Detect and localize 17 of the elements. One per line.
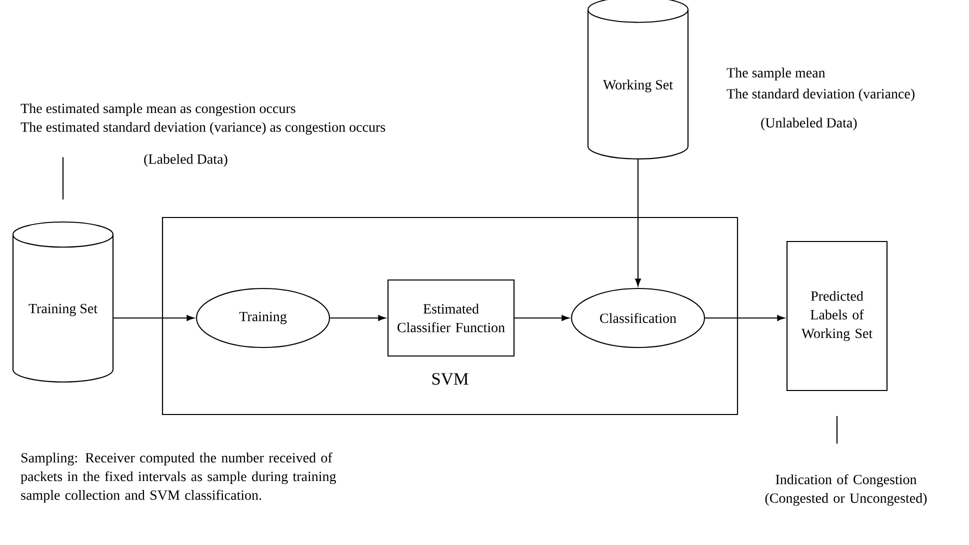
database-cylinder: Working Set (587, 0, 689, 160)
arrow (635, 159, 641, 286)
arrow (330, 315, 386, 321)
connector-line (62, 157, 64, 200)
process-box: Estimated Classifier Function (387, 279, 515, 357)
annotation-text: The estimated sample mean as congestion occurs The estimated standard deviation (variance) as congestion occurs (Labeled Data) (20, 103, 386, 167)
process-box: Predicted Labels of Working Set (786, 240, 888, 392)
arrow (705, 315, 785, 321)
note-text: The sample mean (726, 68, 826, 80)
note-text: (Unlabeled Data) (761, 118, 857, 130)
arrow (114, 315, 194, 321)
arrow (514, 315, 570, 321)
note-text: The standard deviation (variance) (726, 88, 914, 102)
connector-line (836, 416, 838, 444)
note-text: Sampling: Receiver computed the number received of packets in the fixed intervals as sample during training sample collection and SVM classification. (20, 452, 336, 503)
annotation-text: Indication of Congestion (Congested or Uncongested) (765, 474, 927, 506)
database-cylinder: Training Set (12, 221, 114, 383)
